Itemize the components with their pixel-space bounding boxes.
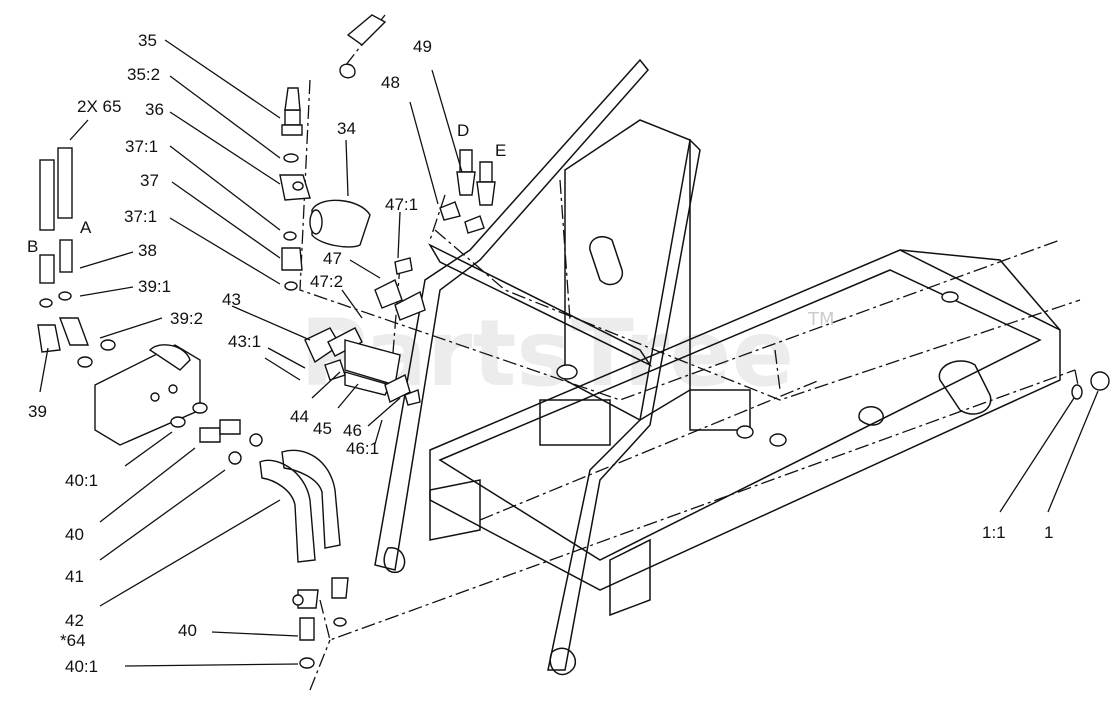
- callout-a: A: [80, 218, 92, 237]
- callout-37-1-upper: 37:1: [125, 137, 158, 156]
- callout-40-1-upper: 40:1: [65, 471, 98, 490]
- callout-47-2: 47:2: [310, 272, 343, 291]
- callout-38: 38: [138, 241, 157, 260]
- leader-lines: [39, 39, 1099, 667]
- callout-47-1: 47:1: [385, 195, 418, 214]
- callout-d: D: [457, 121, 469, 140]
- callout-40-lower: 40: [178, 621, 197, 640]
- callout-2x-65: 2X 65: [77, 97, 121, 116]
- callout-40-1-lower: 40:1: [65, 657, 98, 676]
- callout-e: E: [495, 141, 506, 160]
- callout-49: 49: [413, 37, 432, 56]
- callout-35-2: 35:2: [127, 65, 160, 84]
- callout-43: 43: [222, 290, 241, 309]
- callout-41: 41: [65, 567, 84, 586]
- callout-46: 46: [343, 421, 362, 440]
- callout-45: 45: [313, 419, 332, 438]
- callout-39-2: 39:2: [170, 309, 203, 328]
- callout-39-1: 39:1: [138, 277, 171, 296]
- callout-48: 48: [381, 73, 400, 92]
- chassis-frame: [374, 58, 1061, 676]
- callout-39: 39: [28, 402, 47, 421]
- callout-43-1: 43:1: [228, 332, 261, 351]
- hydraulic-parts: [37, 14, 1110, 669]
- callout-1-1: 1:1: [982, 523, 1006, 542]
- callout-35: 35: [138, 31, 157, 50]
- callout-1: 1: [1044, 523, 1053, 542]
- callout-37-1-lower: 37:1: [124, 207, 157, 226]
- callout-37: 37: [140, 171, 159, 190]
- callout-47: 47: [323, 249, 342, 268]
- callout-40-upper: 40: [65, 525, 84, 544]
- callout-64: *64: [60, 631, 86, 650]
- callout-46-1: 46:1: [346, 439, 379, 458]
- callout-labels: 35 35:2 36 37:1 37 37:1 34 2X 65 A B 38 …: [27, 31, 1053, 676]
- callout-34: 34: [337, 119, 356, 138]
- callout-44: 44: [290, 407, 309, 426]
- callout-42: 42: [65, 611, 84, 630]
- callout-36: 36: [145, 100, 164, 119]
- callout-b: B: [27, 237, 38, 256]
